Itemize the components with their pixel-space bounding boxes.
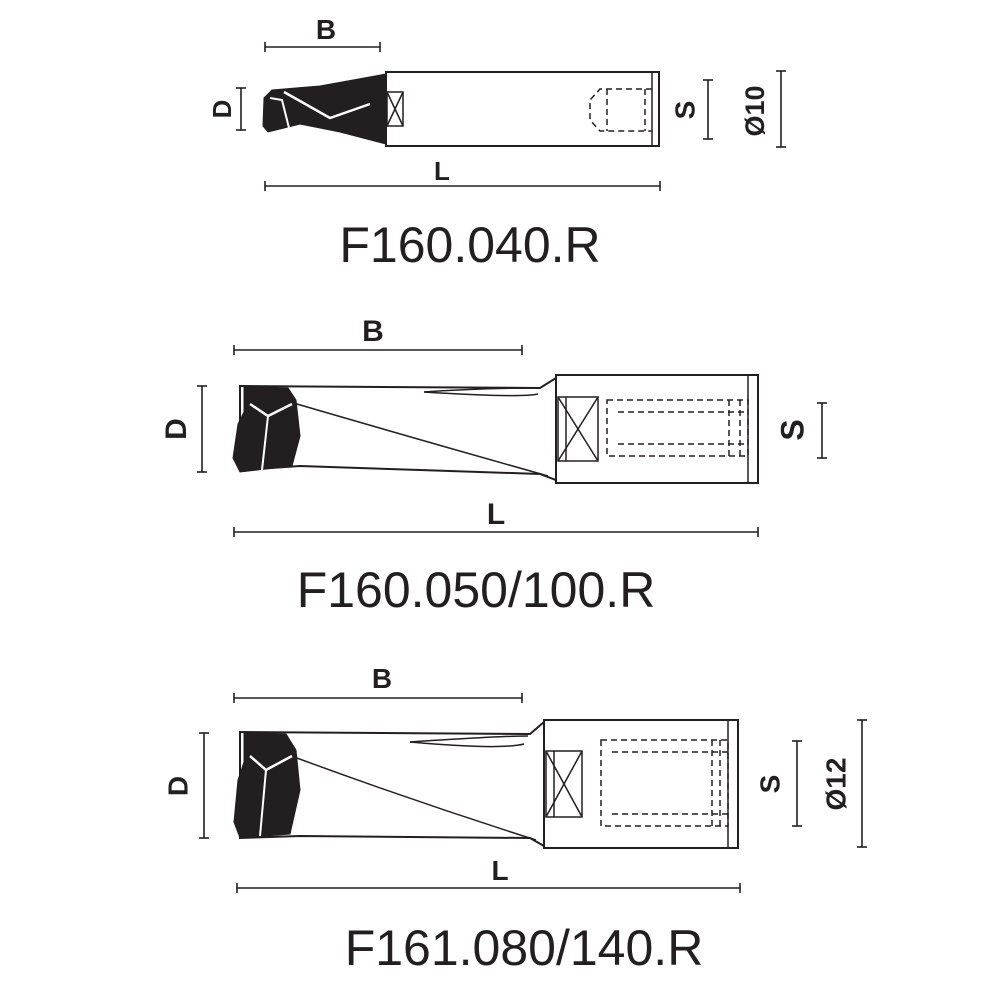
drill-2-label-b: B (362, 315, 384, 348)
drill-3-dim-s (792, 740, 802, 827)
drill-2-label-s: S (774, 419, 810, 440)
drill-1-dim-b (264, 42, 381, 52)
drill-1-label-s: S (669, 101, 700, 120)
drill-3-label-dia: Ø12 (820, 758, 851, 811)
drill-1-dim-dia (776, 70, 786, 148)
drill-2-dim-d (197, 385, 207, 473)
drill-2-dim-b (233, 345, 523, 355)
drill-3-code: F161.080/140.R (345, 920, 704, 976)
drill-1-label-d: D (207, 100, 237, 119)
drill-1-code: F160.040.R (339, 217, 600, 273)
drill-2-body (232, 374, 759, 484)
drill-1-dim-l (264, 181, 661, 191)
drill-3-dim-b (233, 693, 523, 703)
drill-1: B D (207, 14, 786, 273)
drill-3-body (233, 719, 739, 849)
drill-1-label-l: L (434, 156, 450, 186)
drill-3-label-s: S (754, 775, 785, 794)
drill-3-dim-l (236, 883, 741, 893)
drill-1-dim-s (703, 79, 713, 140)
drill-3-label-l: L (491, 855, 508, 886)
drill-2-dim-s (817, 402, 827, 459)
drill-3-dim-d (199, 732, 209, 839)
drill-3: B D (162, 663, 867, 976)
drill-1-dim-d (236, 87, 246, 131)
drill-1-label-b: B (316, 14, 336, 45)
drill-1-label-dia: Ø10 (740, 85, 770, 136)
drill-1-body (262, 71, 660, 147)
drill-2: B D (160, 315, 827, 618)
drill-2-label-d: D (160, 418, 193, 440)
drill-2-code: F160.050/100.R (297, 562, 656, 618)
drill-2-dim-l (233, 527, 759, 537)
drill-3-label-b: B (372, 663, 392, 694)
drill-2-label-l: L (487, 498, 505, 531)
drill-3-label-d: D (162, 776, 193, 796)
drill-3-dim-dia (857, 719, 867, 848)
